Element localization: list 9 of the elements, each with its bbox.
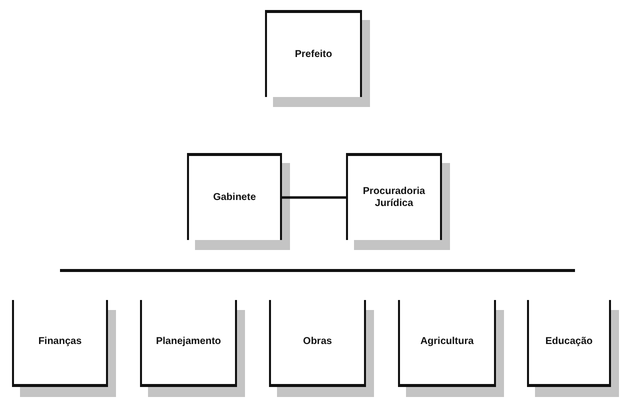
box-label: Planejamento	[154, 336, 222, 348]
box-label: Gabinete	[212, 192, 257, 204]
box-label: Prefeito	[294, 48, 334, 62]
box-label: Finanças	[37, 336, 83, 348]
connector-line	[282, 196, 346, 199]
box-label: Obras	[302, 336, 333, 348]
box-label: Agricultura	[419, 336, 475, 348]
box-label: Educação	[544, 336, 594, 348]
box-label: Procuradoria Jurídica	[362, 186, 426, 210]
